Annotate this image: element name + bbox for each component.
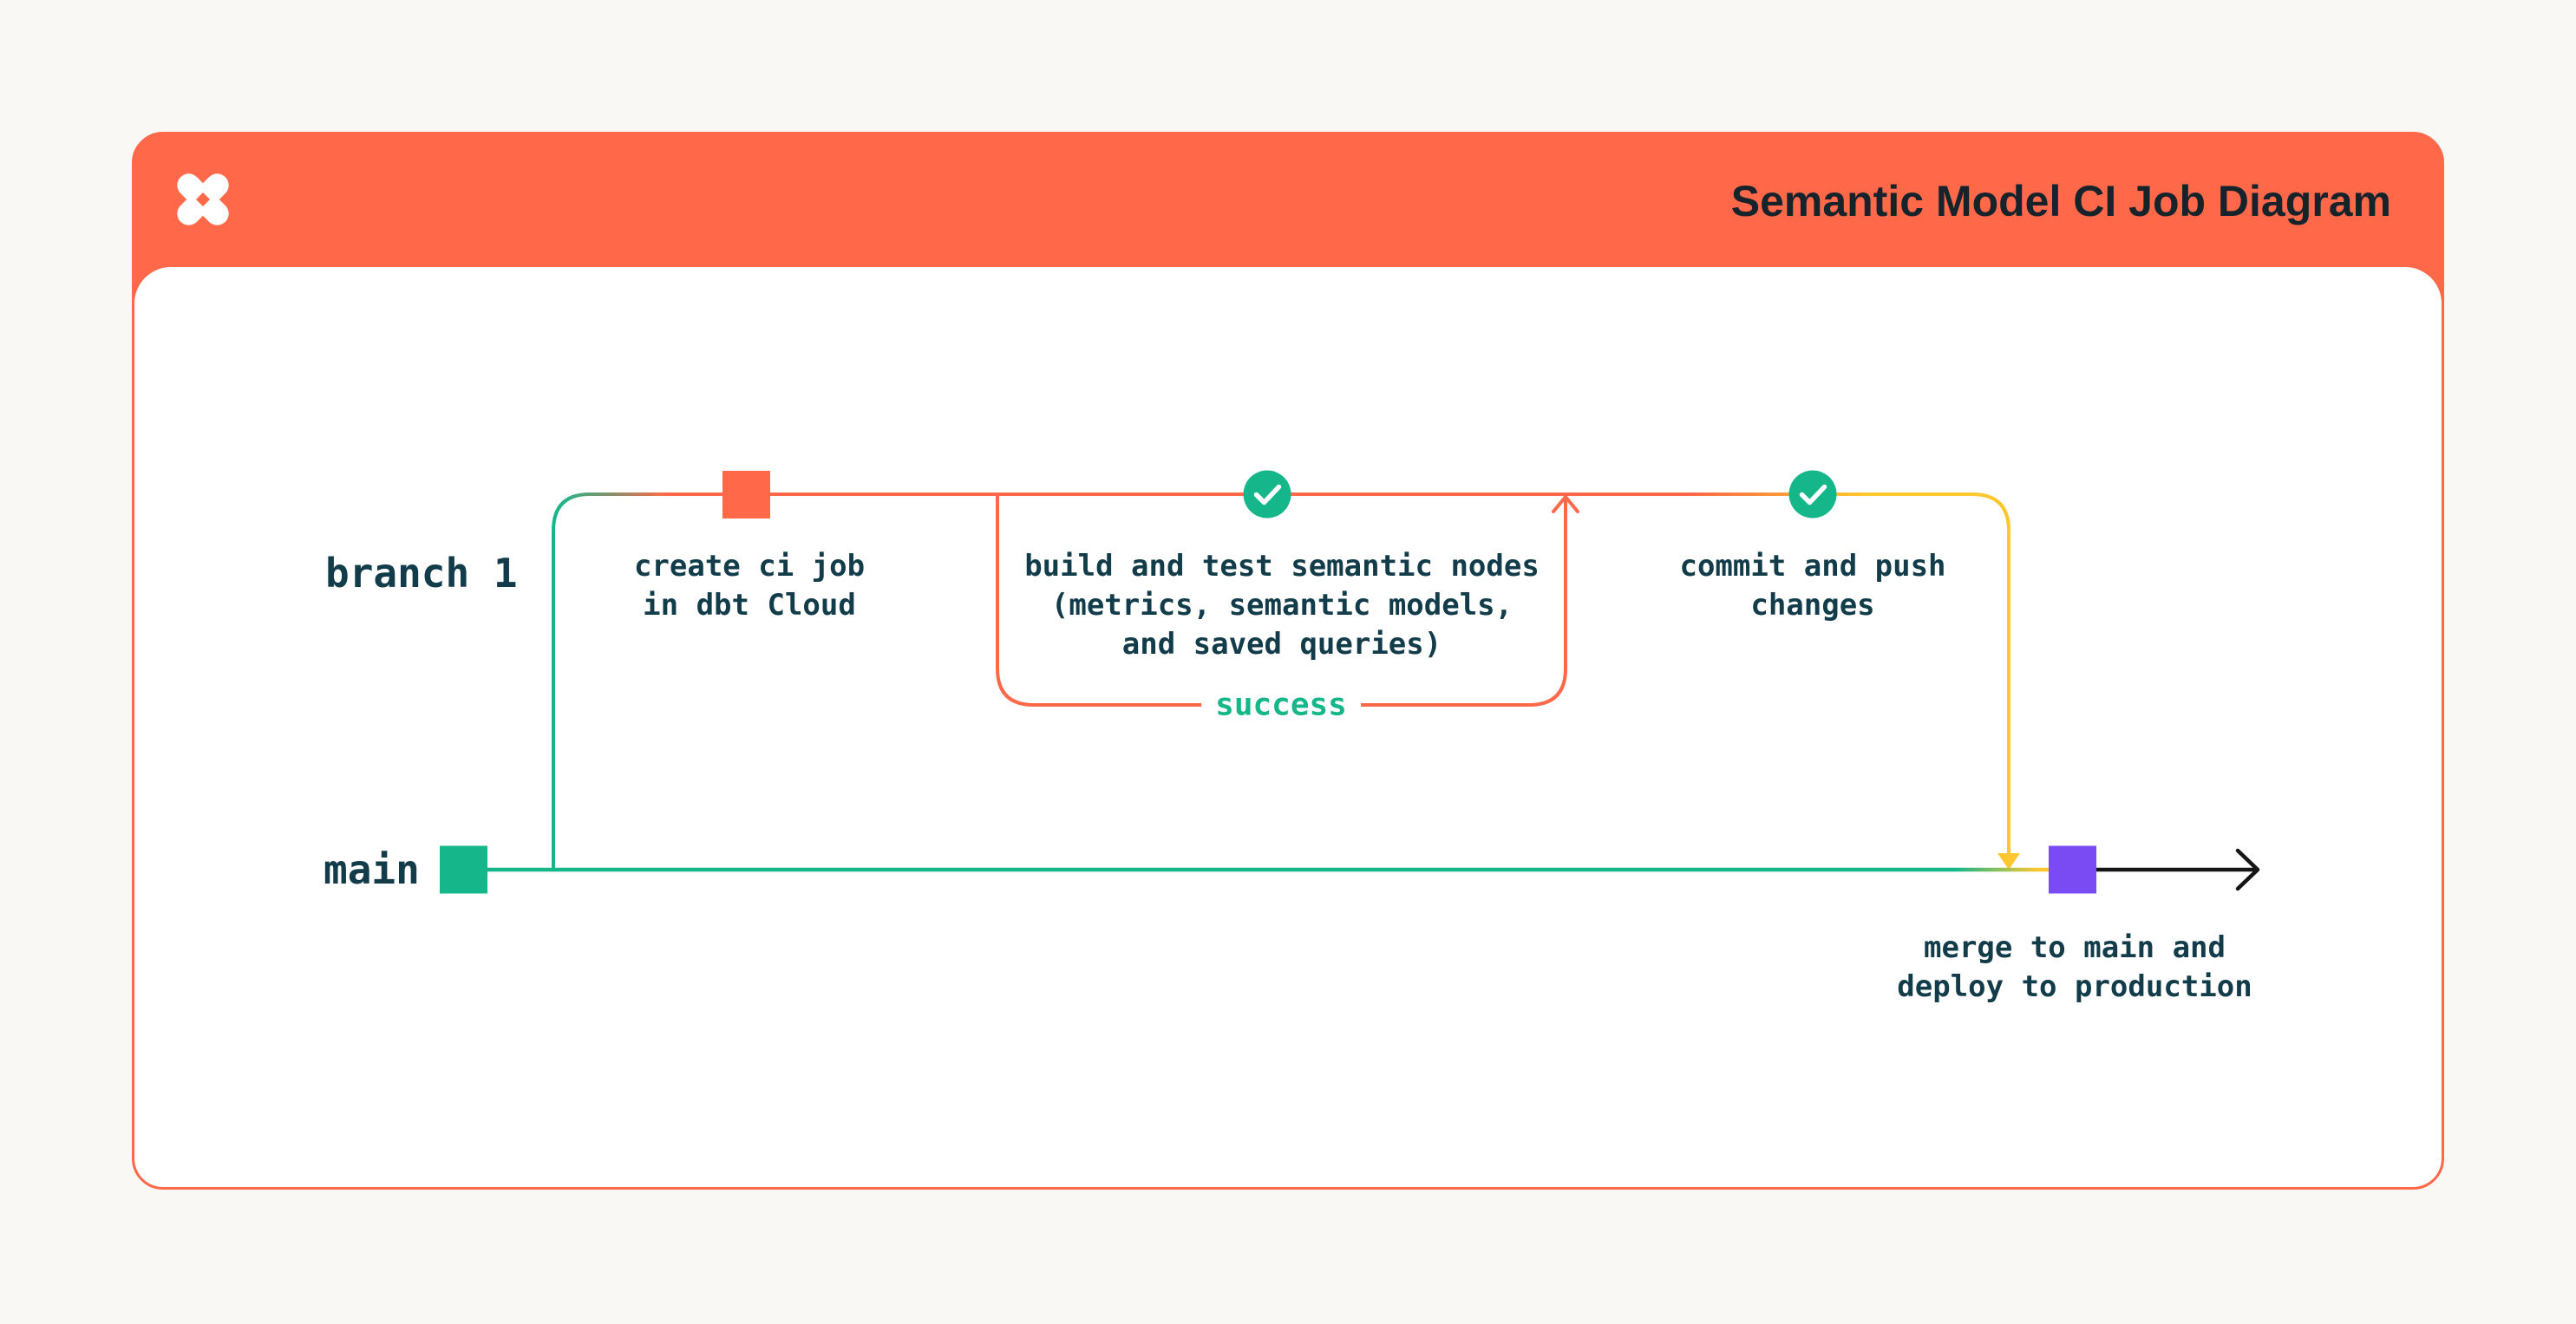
commit-push-check-icon — [1788, 470, 1837, 519]
main-start-commit-square — [440, 845, 487, 894]
build-test-check-icon — [1243, 470, 1291, 519]
merge-commit-square — [2049, 845, 2096, 894]
branch-line-start — [552, 492, 672, 871]
diagram-card: Semantic Model CI Job Diagram — [132, 132, 2444, 1190]
branch-label: branch 1 — [325, 550, 518, 597]
branch-line-yellow — [1865, 492, 2010, 855]
deploy-continue-arrowhead-icon — [2235, 848, 2260, 891]
create-ci-label: create ci job in dbt Cloud — [633, 549, 866, 623]
card-body — [134, 267, 2442, 1187]
success-label: success — [1201, 685, 1361, 725]
success-loop-arrowhead-icon — [1552, 495, 1579, 513]
merge-deploy-label: merge to main and deploy to production — [1897, 930, 2252, 1004]
build-test-label: build and test semantic nodes (metrics, … — [1024, 549, 1540, 662]
card-header: Semantic Model CI Job Diagram — [134, 134, 2442, 267]
commit-push-label: commit and push changes — [1679, 549, 1946, 623]
merge-arrowhead-icon — [1997, 853, 2020, 870]
main-label: main — [324, 846, 420, 893]
page-title: Semantic Model CI Job Diagram — [1730, 176, 2391, 225]
create-ci-commit-square — [722, 471, 770, 519]
dbt-logo-icon — [177, 173, 229, 225]
